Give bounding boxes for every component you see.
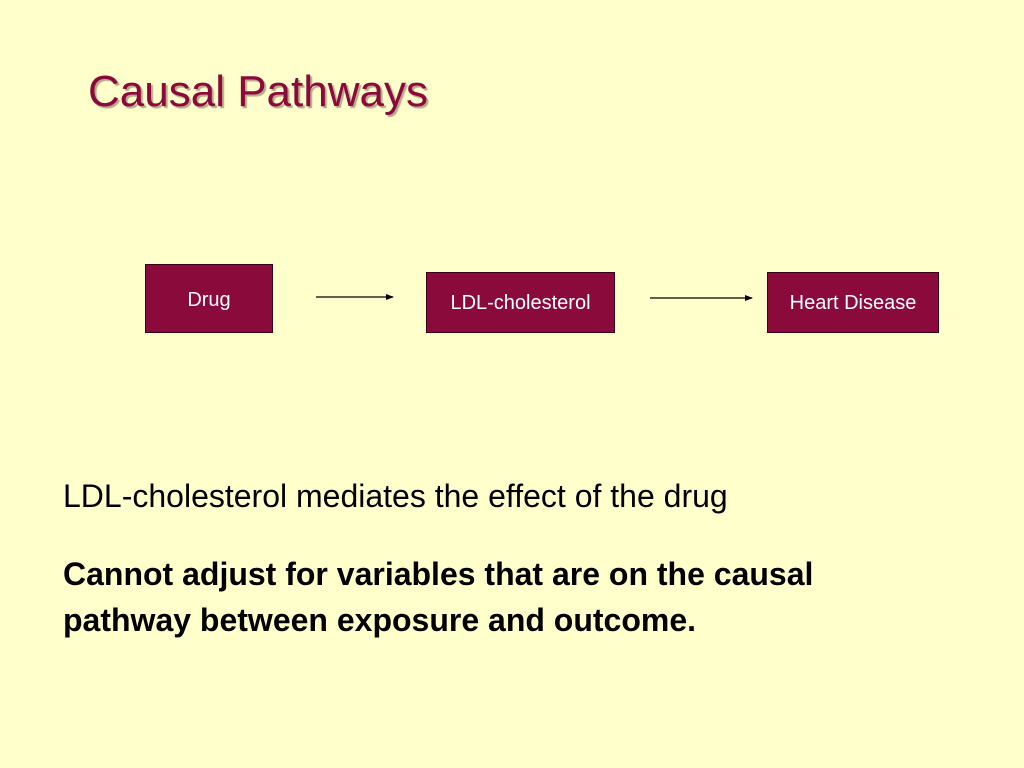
slide-title: Causal Pathways xyxy=(88,67,428,116)
node-ldl-cholesterol: LDL-cholesterol xyxy=(426,272,615,333)
adjustment-warning: Cannot adjust for variables that are on … xyxy=(63,556,814,638)
node-drug: Drug xyxy=(145,264,273,333)
node-heart-disease: Heart Disease xyxy=(767,272,939,333)
mediation-statement: LDL-cholesterol mediates the effect of t… xyxy=(63,478,728,514)
